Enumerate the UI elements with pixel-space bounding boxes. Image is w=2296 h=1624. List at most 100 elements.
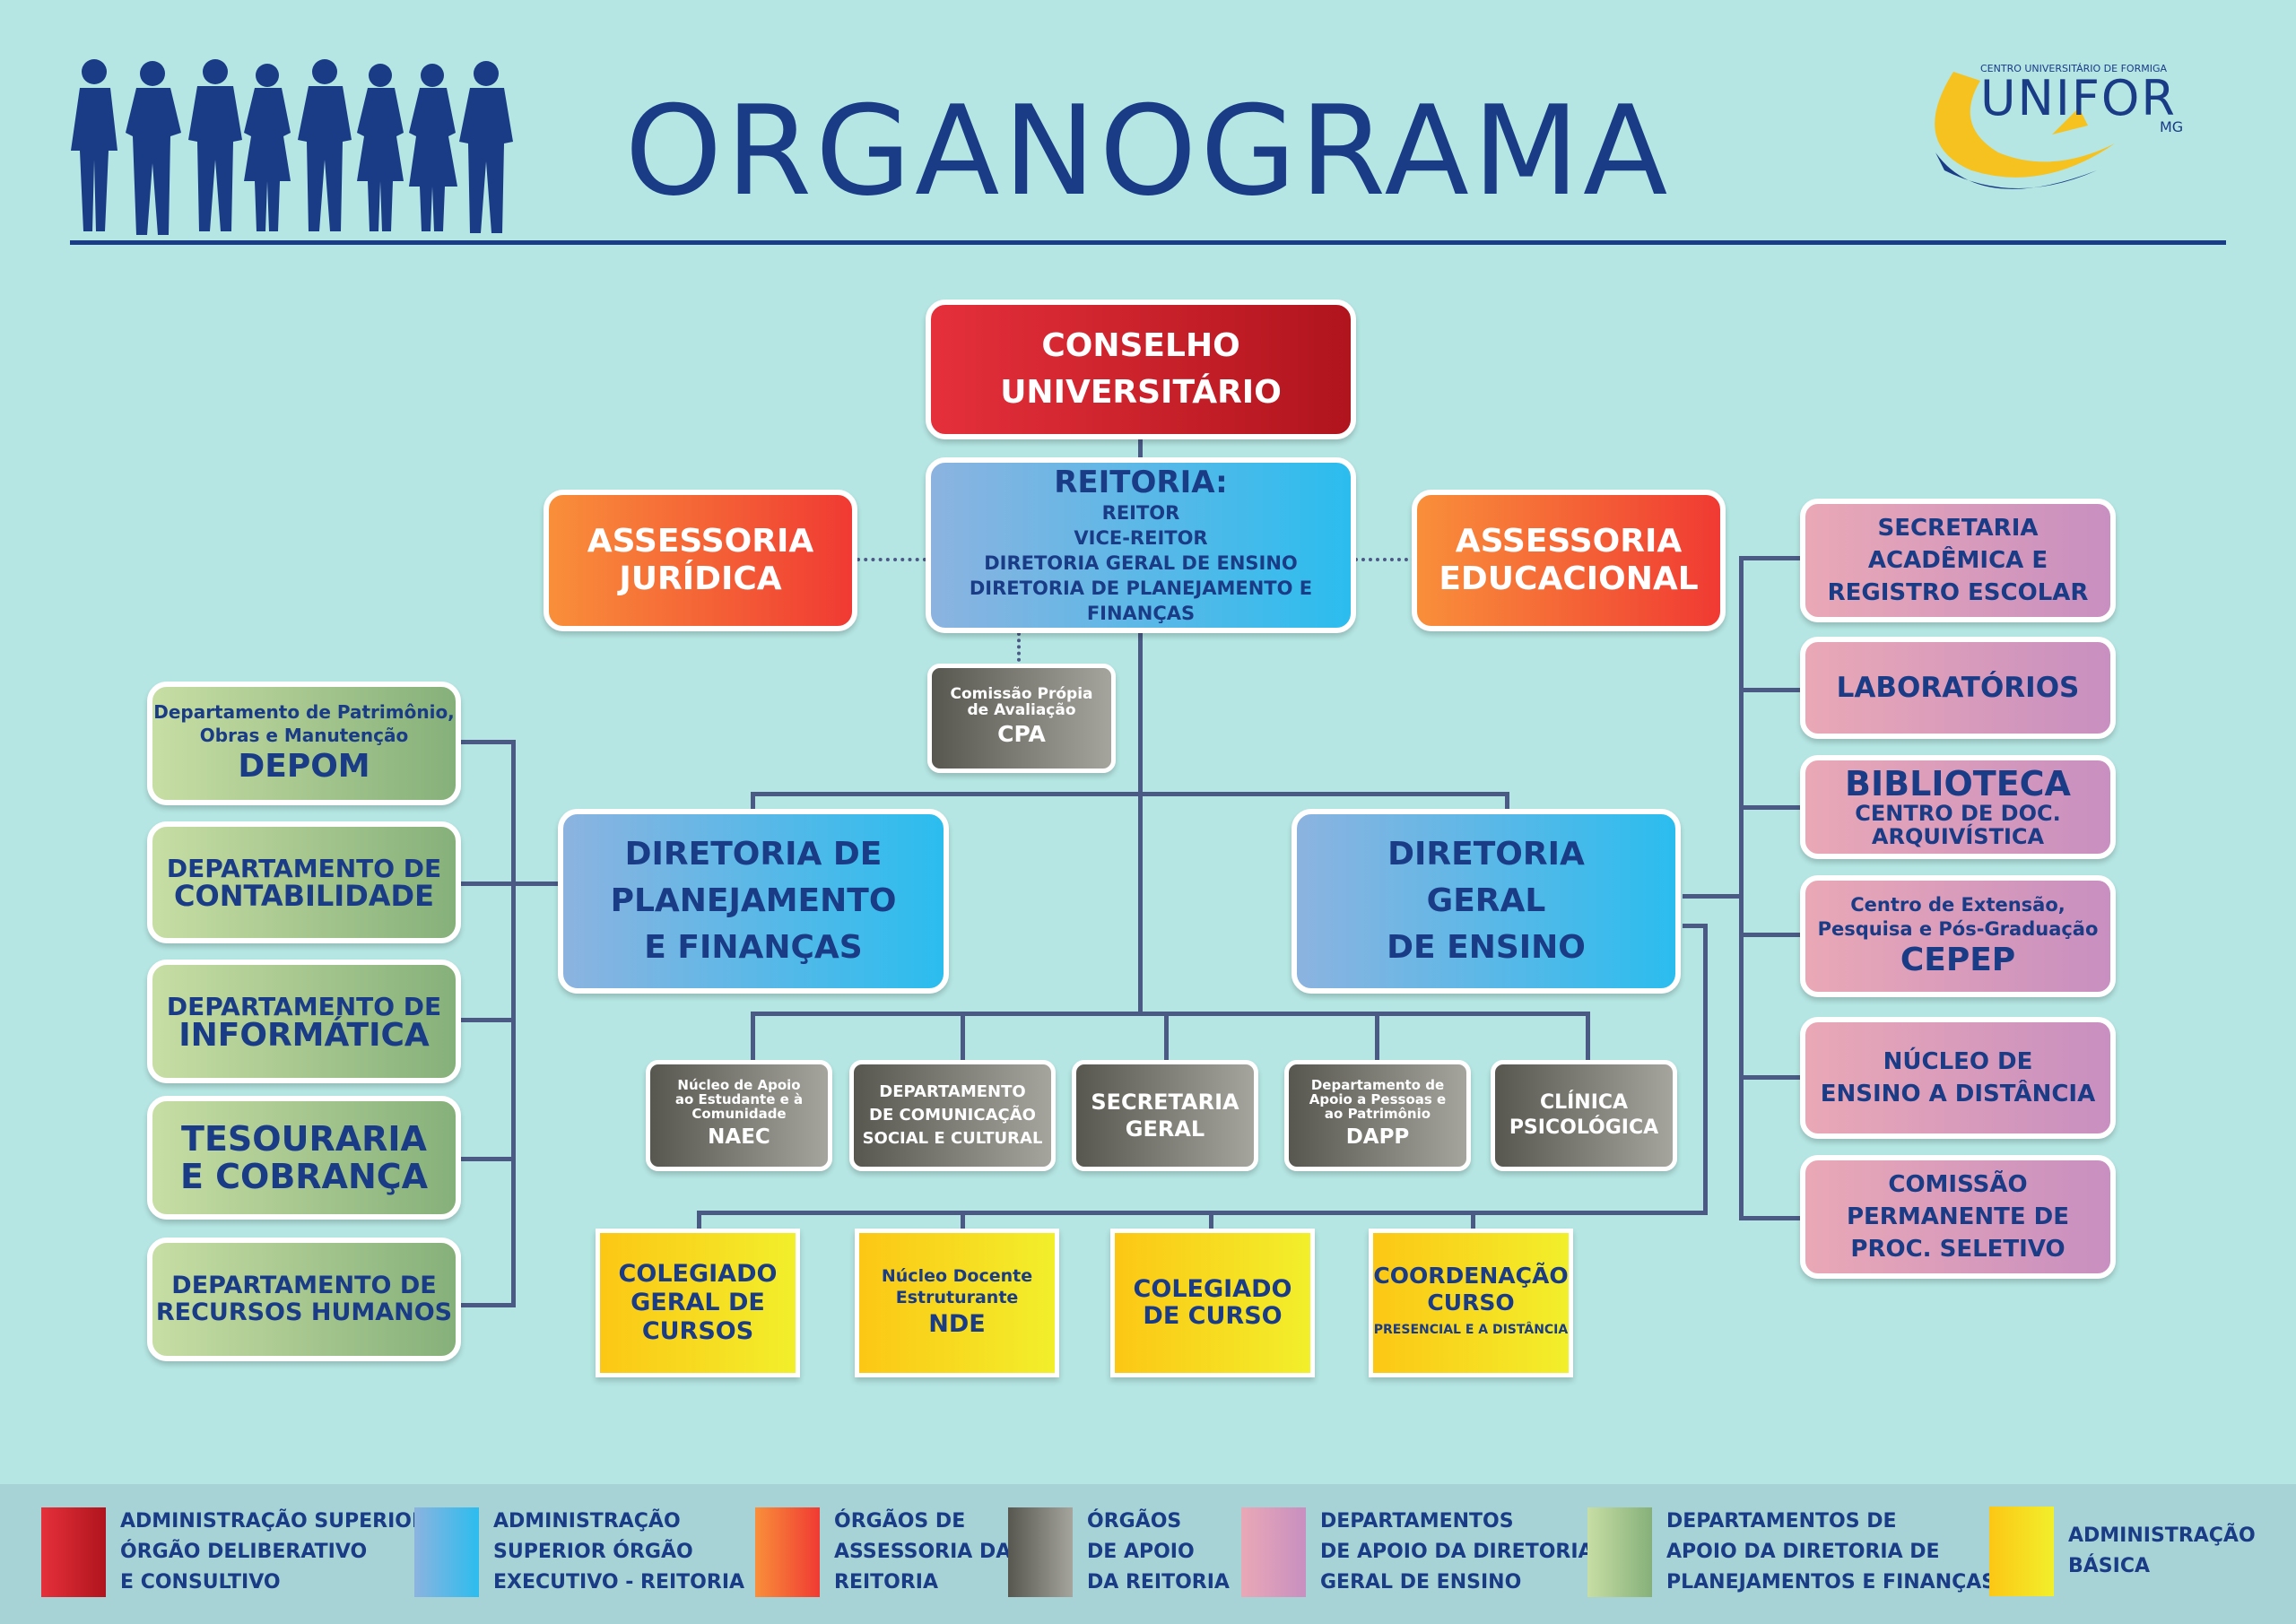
nde-small: Núcleo Docente xyxy=(881,1266,1033,1286)
header-divider xyxy=(70,240,2226,245)
informatica-line: INFORMÁTICA xyxy=(178,1017,430,1054)
biblioteca-big: BIBLIOTECA xyxy=(1845,764,2071,803)
legend-label: ÓRGÃO DELIBERATIVO xyxy=(120,1541,368,1563)
comissao-line: COMISSÃO xyxy=(1888,1171,2028,1198)
colegiado-geral-cursos: COLEGIADO GERAL DE CURSOS xyxy=(596,1229,800,1377)
connector xyxy=(961,1012,965,1062)
legend-label: BÁSICA xyxy=(2068,1555,2150,1577)
connector xyxy=(751,792,1509,796)
diretoria-geral-ensino: DIRETORIA GERAL DE ENSINO xyxy=(1292,809,1681,994)
recursos-humanos-line: RECURSOS HUMANOS xyxy=(155,1298,453,1326)
secretaria-academica-line: SECRETARIA xyxy=(1877,515,2039,542)
reitoria-line: VICE-REITOR xyxy=(1074,527,1208,549)
connector xyxy=(751,1012,1590,1016)
legend-swatch-blue xyxy=(414,1507,479,1597)
secretaria-academica-line: REGISTRO ESCOLAR xyxy=(1827,579,2089,606)
connector xyxy=(1164,1012,1169,1062)
biblioteca: BIBLIOTECA CENTRO DE DOC. ARQUIVÍSTICA xyxy=(1800,755,2116,859)
laboratorios-line: LABORATÓRIOS xyxy=(1836,672,2080,704)
connector xyxy=(511,740,516,1307)
cpa-small: Comissão Própia xyxy=(950,685,1093,703)
diretoria-planejamento-financas: DIRETORIA DE PLANEJAMENTO E FINANÇAS xyxy=(558,809,949,994)
nucleo-ead-line: NÚCLEO DE xyxy=(1883,1048,2033,1075)
cepep: Centro de Extensão, Pesquisa e Pós-Gradu… xyxy=(1800,875,2116,997)
cepep-big: CEPEP xyxy=(1900,942,2016,978)
unifor-logo: CENTRO UNIVERSITÁRIO DE FORMIGA UNIFOR M… xyxy=(1918,36,2213,215)
nde-big: NDE xyxy=(928,1310,986,1338)
secretaria-geral-line: SECRETARIA xyxy=(1091,1090,1239,1115)
clinica-psicologica: CLÍNICA PSICOLÓGICA xyxy=(1491,1060,1677,1171)
coordenacao-line: CURSO xyxy=(1427,1290,1515,1316)
dir-ensino-line: DIRETORIA xyxy=(1387,836,1585,873)
connector xyxy=(459,881,516,886)
reitoria-line: DIRETORIA GERAL DE ENSINO xyxy=(984,552,1298,574)
dir-planejamento-line: DIRETORIA DE xyxy=(624,836,883,873)
legend-item: ADMINISTRAÇÃO SUPERIOR ÓRGÃO EXECUTIVO -… xyxy=(414,1507,744,1598)
nde-small: Estruturante xyxy=(895,1288,1019,1307)
connector xyxy=(459,1157,516,1161)
legend-label: ADMINISTRAÇÃO xyxy=(493,1510,681,1533)
page-title: ORGANOGRAMA xyxy=(624,79,1672,223)
nde: Núcleo Docente Estruturante NDE xyxy=(855,1229,1059,1377)
logo-name: UNIFOR xyxy=(1980,70,2177,126)
connector xyxy=(1471,1211,1475,1230)
dir-planejamento-line: PLANEJAMENTO xyxy=(610,882,897,919)
comissao-line: PERMANENTE DE xyxy=(1846,1203,2069,1230)
connector xyxy=(1739,556,1802,560)
dapp-small: Apoio a Pessoas e xyxy=(1309,1091,1447,1107)
conselho-line: UNIVERSITÁRIO xyxy=(1000,374,1282,411)
connector xyxy=(1138,438,1143,459)
connector xyxy=(513,881,560,886)
legend-swatch-pink xyxy=(1241,1507,1306,1597)
colegiado-geral-line: COLEGIADO xyxy=(618,1260,778,1288)
biblioteca-line: ARQUIVÍSTICA xyxy=(1871,824,2045,849)
connector xyxy=(1375,1012,1379,1062)
reitoria: REITORIA: REITOR VICE-REITOR DIRETORIA G… xyxy=(926,457,1356,633)
connector xyxy=(961,1211,965,1230)
cpa-small: de Avaliação xyxy=(967,701,1076,719)
legend-swatch-red xyxy=(41,1507,106,1597)
colegiado-de-curso: COLEGIADO DE CURSO xyxy=(1110,1229,1315,1377)
contabilidade-line: CONTABILIDADE xyxy=(174,879,434,913)
connector xyxy=(1683,894,1744,899)
connector-dotted xyxy=(857,558,926,561)
legend-label: ÓRGÃOS DE xyxy=(834,1510,966,1533)
clinica-line: PSICOLÓGICA xyxy=(1509,1116,1659,1139)
coordenacao-note: PRESENCIAL E A DISTÂNCIA xyxy=(1373,1323,1569,1337)
connector xyxy=(1739,556,1744,1220)
tesouraria-line: TESOURARIA xyxy=(181,1119,427,1159)
legend-label: PLANEJAMENTOS E FINANÇAS xyxy=(1666,1571,1996,1594)
logo-small-text: CENTRO UNIVERSITÁRIO DE FORMIGA xyxy=(1980,63,2168,74)
comissao-processo-seletivo: COMISSÃO PERMANENTE DE PROC. SELETIVO xyxy=(1800,1155,2116,1279)
connector xyxy=(1739,933,1802,937)
dir-ensino-line: DE ENSINO xyxy=(1387,929,1586,966)
legend-label: ÓRGÃOS xyxy=(1087,1510,1182,1533)
naec-big: NAEC xyxy=(708,1125,770,1149)
legend-label: EXECUTIVO - REITORIA xyxy=(493,1571,745,1594)
legend-bar xyxy=(0,1484,2296,1624)
legend-item: ADMINISTRAÇÃO SUPERIOR ÓRGÃO DELIBERATIV… xyxy=(41,1507,427,1598)
secretaria-academica: SECRETARIA ACADÊMICA E REGISTRO ESCOLAR xyxy=(1800,499,2116,622)
legend-label: ASSESSORIA DA xyxy=(834,1541,1012,1563)
departamento-contabilidade: DEPARTAMENTO DE CONTABILIDADE xyxy=(147,821,461,943)
colegiado-geral-line: GERAL DE xyxy=(631,1289,765,1316)
cepep-small: Pesquisa e Pós-Graduação xyxy=(1817,918,2099,940)
dir-ensino-line: GERAL xyxy=(1426,882,1546,919)
legend-item: DEPARTAMENTOS DE APOIO DA DIRETORIA DE P… xyxy=(1587,1507,1996,1598)
connector xyxy=(1739,688,1802,692)
connector xyxy=(459,740,516,744)
connector xyxy=(1586,1012,1590,1062)
departamento-recursos-humanos: DEPARTAMENTO DE RECURSOS HUMANOS xyxy=(147,1238,461,1361)
clinica-line: CLÍNICA xyxy=(1539,1091,1629,1114)
biblioteca-line: CENTRO DE DOC. xyxy=(1855,801,2061,826)
connector-dotted xyxy=(1017,632,1021,668)
nucleo-ead-line: ENSINO A DISTÂNCIA xyxy=(1820,1081,2096,1107)
comunicacao-line: DEPARTAMENTO xyxy=(879,1082,1026,1101)
legend-label: DE APOIO DA DIRETORIA xyxy=(1320,1541,1594,1563)
connector xyxy=(1739,1075,1802,1080)
connector xyxy=(1683,924,1708,928)
informatica-line: DEPARTAMENTO DE xyxy=(166,992,442,1021)
departamento-comunicacao: DEPARTAMENTO DE COMUNICAÇÃO SOCIAL E CUL… xyxy=(849,1060,1056,1171)
legend-item: ADMINISTRAÇÃO BÁSICA xyxy=(1989,1507,2256,1596)
connector-dotted xyxy=(1354,558,1415,561)
